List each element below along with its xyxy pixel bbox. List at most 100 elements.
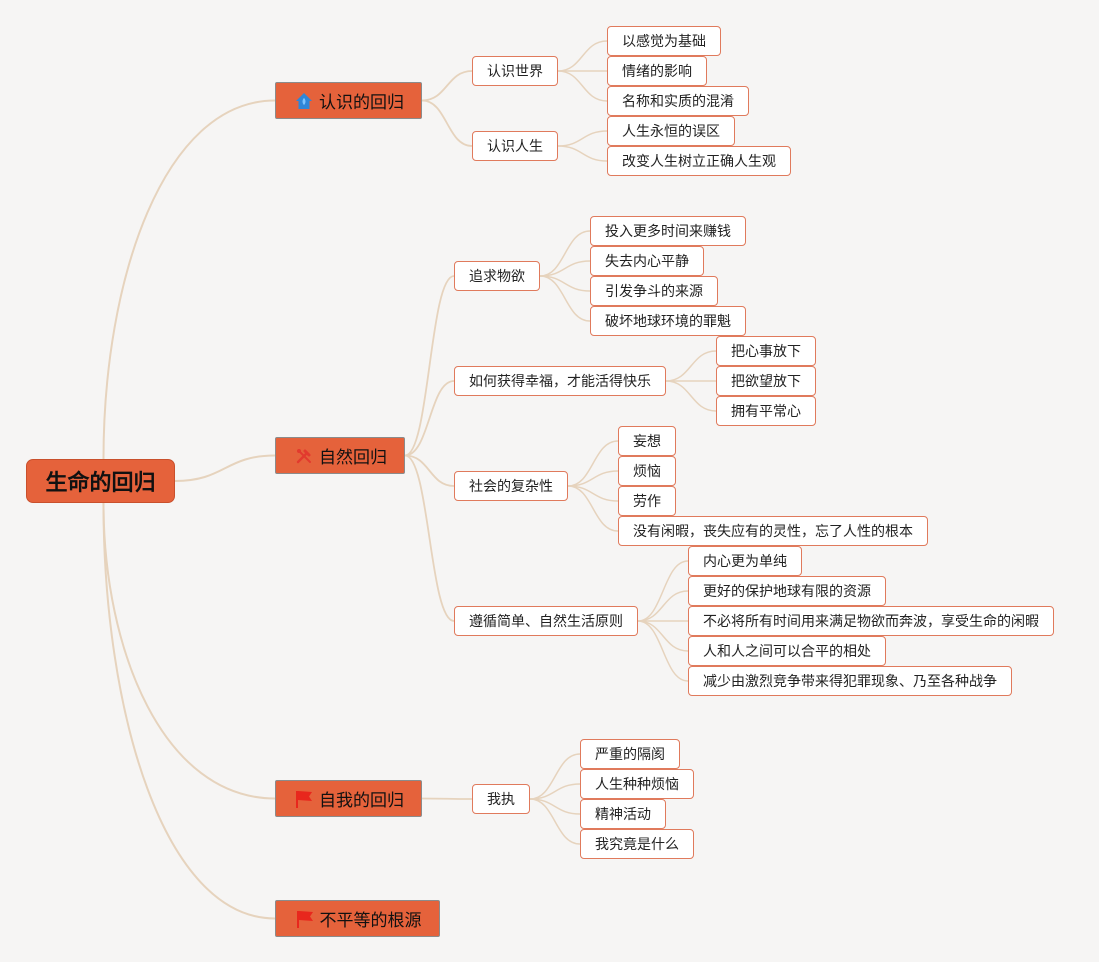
sub-node[interactable]: 我执 [472, 784, 530, 814]
branch-label: 认识的回归 [319, 93, 404, 113]
leaf-label: 减少由激烈竞争带来得犯罪现象、乃至各种战争 [703, 674, 997, 690]
leaf-node[interactable]: 减少由激烈竞争带来得犯罪现象、乃至各种战争 [688, 666, 1012, 696]
connector-line [102, 502, 276, 800]
sub-node[interactable]: 遵循简单、自然生活原则 [454, 606, 638, 636]
leaf-label: 人生种种烦恼 [595, 777, 679, 793]
sub-label: 认识人生 [487, 139, 543, 155]
leaf-node[interactable]: 精神活动 [580, 799, 666, 829]
leaf-label: 妄想 [633, 434, 661, 450]
connector-line [529, 783, 581, 800]
red-flag-icon [294, 908, 316, 930]
connector-line [665, 380, 717, 412]
leaf-label: 更好的保护地球有限的资源 [703, 584, 871, 600]
connector-line [557, 130, 608, 147]
branch-node[interactable]: 认识的回归 [275, 82, 422, 119]
leaf-label: 我究竟是什么 [595, 837, 679, 853]
connector-line [102, 99, 276, 460]
sub-label: 如何获得幸福，才能活得快乐 [469, 374, 651, 390]
leaf-node[interactable]: 没有闲暇，丧失应有的灵性，忘了人性的根本 [618, 516, 928, 546]
leaf-label: 精神活动 [595, 807, 651, 823]
root-label: 生命的回归 [45, 471, 156, 496]
leaf-node[interactable]: 把欲望放下 [716, 366, 816, 396]
connector-line [529, 753, 581, 800]
connector-line [637, 620, 689, 652]
leaf-label: 以感觉为基础 [622, 34, 706, 50]
branch-node[interactable]: 自我的回归 [275, 780, 422, 817]
leaf-node[interactable]: 更好的保护地球有限的资源 [688, 576, 886, 606]
leaf-node[interactable]: 引发争斗的来源 [590, 276, 718, 306]
connector-line [539, 260, 591, 277]
house-icon [293, 90, 315, 112]
connector-line [557, 70, 608, 102]
leaf-node[interactable]: 妄想 [618, 426, 676, 456]
leaf-node[interactable]: 人和人之间可以合平的相处 [688, 636, 886, 666]
root-node[interactable]: 生命的回归 [26, 459, 175, 503]
leaf-node[interactable]: 烦恼 [618, 456, 676, 486]
leaf-node[interactable]: 严重的隔阂 [580, 739, 680, 769]
leaf-node[interactable]: 名称和实质的混淆 [607, 86, 749, 116]
connector-line [529, 798, 581, 845]
leaf-label: 不必将所有时间用来满足物欲而奔波，享受生命的闲暇 [703, 614, 1039, 630]
sub-node[interactable]: 如何获得幸福，才能活得快乐 [454, 366, 666, 396]
leaf-label: 引发争斗的来源 [605, 284, 703, 300]
sub-node[interactable]: 认识人生 [472, 131, 558, 161]
leaf-node[interactable]: 破坏地球环境的罪魁 [590, 306, 746, 336]
leaf-label: 人和人之间可以合平的相处 [703, 644, 871, 660]
connector-line [102, 502, 276, 920]
connector-line [539, 275, 591, 322]
connector-line [665, 350, 717, 382]
leaf-node[interactable]: 拥有平常心 [716, 396, 816, 426]
connector-line [404, 380, 455, 457]
sub-node[interactable]: 社会的复杂性 [454, 471, 568, 501]
connector-line [567, 485, 619, 532]
branch-node[interactable]: 不平等的根源 [275, 900, 440, 937]
leaf-node[interactable]: 内心更为单纯 [688, 546, 802, 576]
leaf-label: 把欲望放下 [731, 374, 801, 390]
leaf-node[interactable]: 失去内心平静 [590, 246, 704, 276]
leaf-node[interactable]: 人生种种烦恼 [580, 769, 694, 799]
leaf-label: 拥有平常心 [731, 404, 801, 420]
connector-line [421, 99, 473, 147]
connector-line [557, 145, 608, 162]
connector-line [637, 560, 689, 622]
connector-line [539, 230, 591, 277]
leaf-node[interactable]: 不必将所有时间用来满足物欲而奔波，享受生命的闲暇 [688, 606, 1054, 636]
leaf-node[interactable]: 人生永恒的误区 [607, 116, 735, 146]
leaf-node[interactable]: 改变人生树立正确人生观 [607, 146, 791, 176]
leaf-label: 内心更为单纯 [703, 554, 787, 570]
leaf-node[interactable]: 把心事放下 [716, 336, 816, 366]
connector-line [637, 590, 689, 622]
branch-label: 不平等的根源 [319, 911, 422, 931]
branch-label: 自我的回归 [319, 791, 404, 811]
sub-label: 认识世界 [487, 64, 543, 80]
leaf-label: 名称和实质的混淆 [622, 94, 734, 110]
connector-line [421, 797, 473, 800]
leaf-node[interactable]: 投入更多时间来赚钱 [590, 216, 746, 246]
sub-node[interactable]: 追求物欲 [454, 261, 540, 291]
leaf-node[interactable]: 以感觉为基础 [607, 26, 721, 56]
leaf-label: 情绪的影响 [622, 64, 692, 80]
connector-line [174, 454, 276, 482]
sub-node[interactable]: 认识世界 [472, 56, 558, 86]
leaf-label: 严重的隔阂 [595, 747, 665, 763]
leaf-label: 没有闲暇，丧失应有的灵性，忘了人性的根本 [633, 524, 913, 540]
leaf-label: 改变人生树立正确人生观 [622, 154, 776, 170]
connector-line [567, 440, 619, 487]
tools-icon [293, 445, 315, 467]
leaf-label: 把心事放下 [731, 344, 801, 360]
leaf-node[interactable]: 情绪的影响 [607, 56, 707, 86]
branch-label: 自然回归 [319, 448, 387, 468]
connector-line [557, 40, 608, 72]
connector-line [404, 275, 455, 457]
leaf-node[interactable]: 劳作 [618, 486, 676, 516]
branch-node[interactable]: 自然回归 [275, 437, 405, 474]
connector-line [404, 454, 455, 622]
leaf-label: 投入更多时间来赚钱 [605, 224, 731, 240]
sub-label: 遵循简单、自然生活原则 [469, 614, 623, 630]
sub-label: 追求物欲 [469, 269, 525, 285]
connector-line [637, 620, 689, 682]
sub-label: 社会的复杂性 [469, 479, 553, 495]
leaf-node[interactable]: 我究竟是什么 [580, 829, 694, 859]
